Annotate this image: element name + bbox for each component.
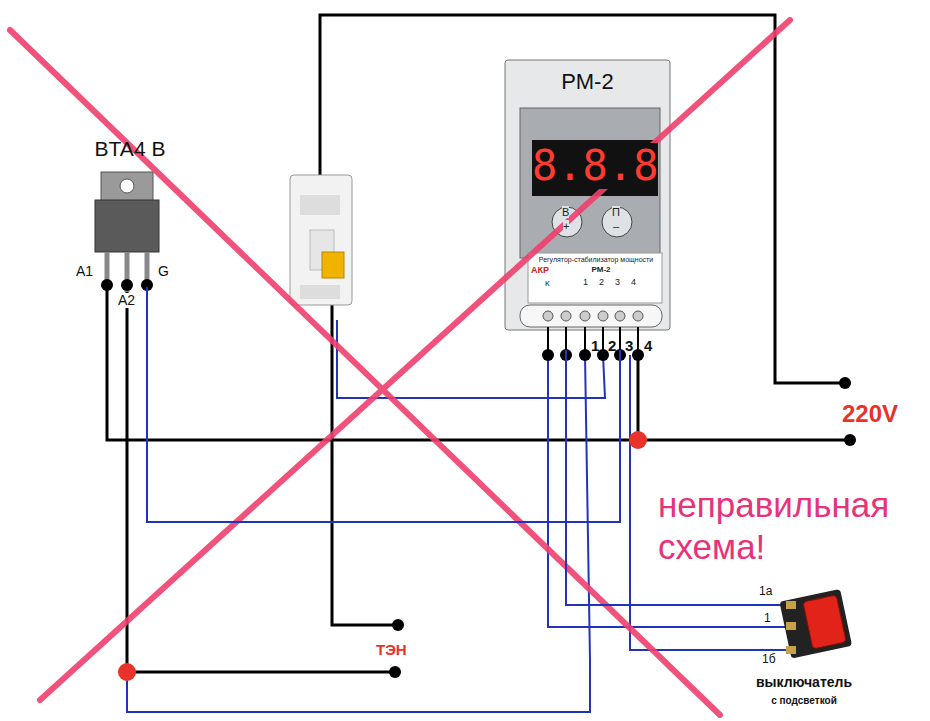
wire-connector [147,287,620,522]
voltage-label: 220V [840,401,900,427]
switch-pin: 1а [757,585,774,598]
node-text: АКР [531,266,549,276]
node-text: – [613,220,619,232]
terminal-number: 3 [623,338,635,355]
node-text: П [612,206,620,218]
terminal-number: 2 [606,338,618,355]
warning-note: неправильная схема! [656,484,916,568]
power-regulator-device: РМ-2 8.8.8В + П – Регулятор-стабилизатор мощн… [505,60,670,350]
pin-name: A1 [74,264,95,279]
terminal-number: 4 [642,338,654,355]
switch-pin: 1б [760,653,778,666]
terminal-number: 1 [589,338,601,355]
node-text: Регулятор-стабилизатор мощности [531,256,661,264]
node-text: 1 [583,278,588,288]
node-text: К [545,280,550,289]
node-text: 4 [631,278,636,288]
node-text: BTA4 B [78,137,182,160]
load-label: ТЭН [374,642,409,659]
node-text: 8.8.8 [532,143,658,189]
node-text: 3 [615,278,620,288]
node-text: РМ-2 [571,266,631,275]
pin-name: A2 [116,293,137,308]
node-text: + [563,220,569,232]
node-text: с подсветкой [745,695,863,706]
pin-name: G [156,264,171,279]
rocker-switch: выключатель с подсветкой [745,583,863,720]
node-text: РМ-2 [505,70,670,94]
node-text: 2 [599,278,604,288]
node-text: выключатель [745,675,863,690]
node-text: В [562,206,569,218]
switch-pin: 1 [762,612,773,625]
